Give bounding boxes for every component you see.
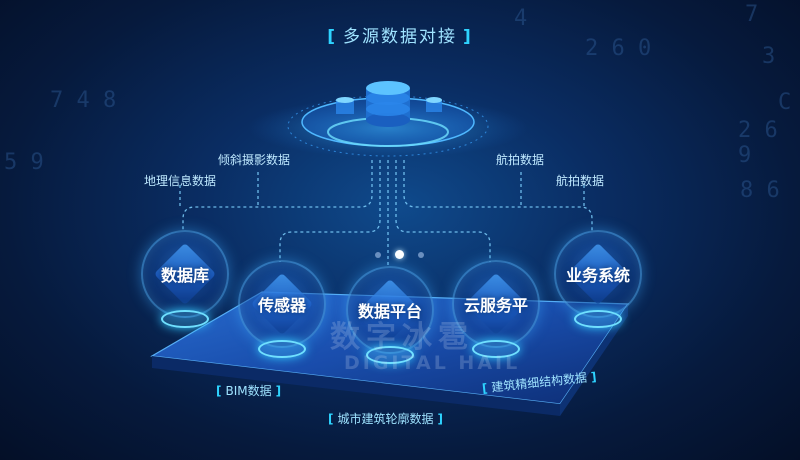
glow-ring-icon bbox=[574, 310, 622, 328]
bottom-label-text: BIM数据 bbox=[225, 384, 272, 398]
carousel-dots bbox=[368, 244, 431, 263]
node-sensor: 传感器 bbox=[238, 260, 326, 348]
hub-platform-icon bbox=[248, 81, 528, 158]
carousel-dot bbox=[418, 251, 424, 258]
bracket-right-icon: ] bbox=[437, 412, 443, 426]
carousel-dot bbox=[375, 251, 381, 258]
node-label: 数据平台 bbox=[357, 302, 422, 321]
node-label: 云服务平 bbox=[463, 296, 528, 315]
bg-digit: 7 4 8 bbox=[50, 88, 117, 113]
node-cloud-service: 云服务平 bbox=[452, 260, 540, 348]
glow-ring-icon bbox=[161, 310, 209, 328]
glow-ring-icon bbox=[366, 346, 414, 364]
bottom-label-bim: [BIM数据] bbox=[212, 382, 285, 399]
bracket-left-icon: [ bbox=[327, 27, 337, 47]
database-icon bbox=[336, 81, 442, 127]
bg-digit: 3 bbox=[762, 44, 776, 69]
bottom-label-city-contour: [城市建筑轮廓数据] bbox=[324, 410, 447, 427]
node-data-platform: 数据平台 bbox=[346, 266, 434, 354]
bg-digit: 8 6 bbox=[740, 178, 780, 203]
source-label-oblique: 倾斜摄影数据 bbox=[218, 153, 291, 167]
bracket-left-icon: [ bbox=[328, 412, 334, 426]
bg-digit: C bbox=[778, 90, 792, 115]
bracket-right-icon: ] bbox=[463, 27, 473, 47]
source-label-aerial-2: 航拍数据 bbox=[556, 174, 605, 188]
connector-lines bbox=[179, 160, 593, 268]
bracket-left-icon: [ bbox=[216, 384, 222, 398]
node-label: 数据库 bbox=[160, 266, 209, 285]
watermark-text: 数字冰雹 bbox=[330, 320, 474, 355]
source-label-geo: 地理信息数据 bbox=[144, 174, 217, 188]
source-label-aerial: 航拍数据 bbox=[496, 153, 545, 167]
bg-digit: 7 bbox=[745, 2, 759, 27]
title-text: 多源数据对接 bbox=[343, 27, 457, 47]
node-label: 传感器 bbox=[257, 296, 306, 315]
glow-ring-icon bbox=[258, 340, 306, 358]
bg-digit: 4 bbox=[514, 6, 528, 31]
carousel-dot-active bbox=[395, 250, 404, 259]
bg-digit: 2 6 0 bbox=[585, 36, 652, 61]
bottom-label-text: 城市建筑轮廓数据 bbox=[337, 412, 434, 426]
page-title: [ 多源数据对接] bbox=[0, 22, 800, 47]
glow-ring-icon bbox=[472, 340, 520, 358]
bracket-right-icon: ] bbox=[590, 369, 598, 385]
bg-digit: 2 6 9 bbox=[738, 118, 778, 168]
watermark-text-en: DIGITAL HAIL bbox=[344, 352, 521, 374]
node-label: 业务系统 bbox=[565, 266, 630, 285]
bracket-left-icon: [ bbox=[481, 381, 489, 396]
node-database: 数据库 bbox=[141, 230, 229, 318]
node-business-system: 业务系统 bbox=[554, 230, 642, 318]
bracket-right-icon: ] bbox=[275, 384, 282, 398]
bg-digit: 5 9 bbox=[4, 150, 44, 175]
